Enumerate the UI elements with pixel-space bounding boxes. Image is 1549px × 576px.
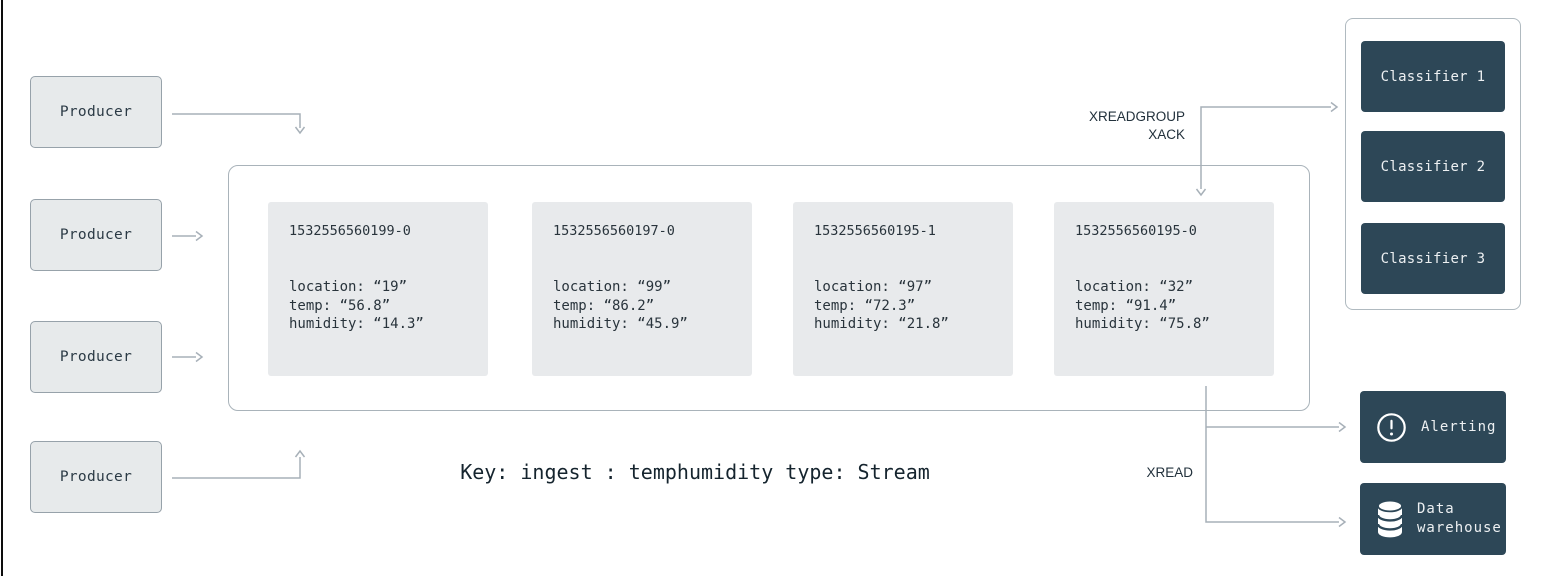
producer-node-1: Producer (30, 76, 162, 148)
xread-label: XREAD (1146, 465, 1193, 480)
entry-field-temp: temp: “56.8” (289, 297, 391, 314)
producer-node-3: Producer (30, 321, 162, 393)
entry-field-temp: temp: “91.4” (1075, 297, 1177, 314)
alert-circle-icon (1377, 412, 1406, 442)
warehouse-label-line2: warehouse (1417, 520, 1502, 536)
stream-entry: 1532556560195-1 location: “97” temp: “72… (793, 202, 1013, 376)
arrowhead-down (294, 126, 306, 135)
entry-field-humidity: humidity: “14.3” (289, 316, 424, 332)
classifier-node-1: Classifier 1 (1361, 41, 1505, 112)
entry-field-temp: temp: “86.2” (553, 297, 655, 314)
classifier-label: Classifier 3 (1380, 250, 1486, 267)
producer-label: Producer (59, 104, 133, 120)
producer-node-4: Producer (30, 441, 162, 513)
classifier-label: Classifier 2 (1380, 158, 1486, 175)
entry-field-humidity: humidity: “45.9” (553, 316, 688, 332)
stream-entry: 1532556560199-0 location: “19” temp: “56… (268, 202, 488, 376)
warehouse-label-line1: Data (1417, 501, 1455, 517)
entry-field-humidity: humidity: “21.8” (814, 316, 949, 332)
arrowhead-right (195, 230, 204, 242)
arrowhead-up (294, 449, 306, 458)
producer-label: Producer (59, 227, 133, 243)
producer-label: Producer (59, 469, 133, 485)
entry-field-location: location: “97” (814, 279, 933, 295)
stream-entry: 1532556560195-0 location: “32” temp: “91… (1054, 202, 1274, 376)
producer-label: Producer (59, 349, 133, 365)
arrow-producer4-to-stream (172, 457, 301, 479)
data-warehouse-node: Data warehouse (1360, 483, 1506, 555)
alerting-node: Alerting (1360, 391, 1506, 463)
arrowhead-right (1338, 421, 1347, 433)
entry-id: 1532556560195-0 (1075, 223, 1197, 239)
classifier-consumer-group: Classifier 1 Classifier 2 Classifier 3 (1345, 18, 1521, 310)
xreadgroup-label: XREADGROUP (1088, 109, 1185, 124)
stream-container: 1532556560199-0 location: “19” temp: “56… (228, 165, 1310, 411)
classifier-label: Classifier 1 (1380, 68, 1486, 85)
alerting-label: Alerting (1421, 419, 1497, 435)
warehouse-label: Data warehouse (1417, 500, 1502, 538)
arrow-producer1-to-stream (172, 113, 301, 128)
entry-field-humidity: humidity: “75.8” (1075, 316, 1210, 332)
classifier-node-2: Classifier 2 (1361, 131, 1505, 202)
stream-key-caption: Key: ingest : temphumidity type: Stream (460, 460, 930, 484)
producer-node-2: Producer (30, 199, 162, 271)
entry-field-location: location: “32” (1075, 279, 1194, 295)
canvas-left-border (1, 0, 3, 576)
entry-id: 1532556560199-0 (289, 223, 411, 239)
entry-field-temp: temp: “72.3” (814, 297, 916, 314)
entry-field-location: location: “99” (553, 279, 672, 295)
stream-entry: 1532556560197-0 location: “99” temp: “86… (532, 202, 752, 376)
classifier-node-3: Classifier 3 (1361, 223, 1505, 294)
entry-field-location: location: “19” (289, 279, 408, 295)
xack-label: XACK (1148, 126, 1185, 142)
entry-id: 1532556560195-1 (814, 223, 936, 239)
arrowhead-right (1338, 516, 1347, 528)
xreadgroup-xack-label: XREADGROUP XACK (1045, 108, 1185, 143)
arrowhead-right (1330, 101, 1339, 113)
entry-id: 1532556560197-0 (553, 223, 675, 239)
database-icon (1376, 499, 1404, 538)
arrowhead-right (195, 351, 204, 363)
